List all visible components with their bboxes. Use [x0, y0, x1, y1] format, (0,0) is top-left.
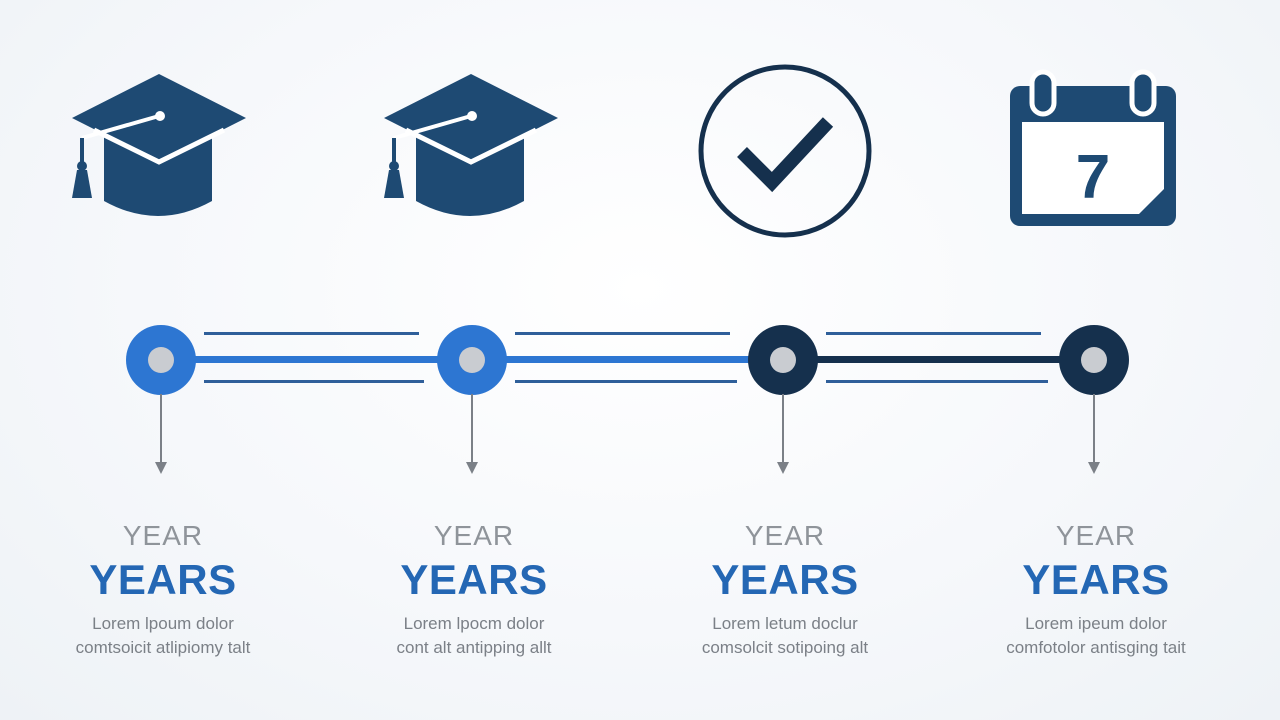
milestone-desc-line: Lorem letum doclur [712, 614, 858, 633]
arrow-down-icon [777, 394, 789, 474]
milestone-label: YEAR YEARS Lorem lpoum dolor comtsoicit … [33, 520, 293, 660]
milestone-title: YEARS [711, 556, 859, 603]
milestone-desc-line: comfotolor antisging tait [1006, 638, 1186, 657]
checkmark-circle-icon [698, 64, 872, 238]
milestone-description: Lorem ipeum dolor comfotolor antisging t… [966, 612, 1226, 660]
milestone-year: YEAR [433, 520, 515, 551]
timeline-node [1059, 325, 1129, 395]
graduation-cap-icon [72, 74, 246, 216]
milestone-desc-line: Lorem ipeum dolor [1025, 614, 1167, 633]
milestone-desc-line: Lorem lpocm dolor [403, 614, 545, 633]
milestone-year: YEAR [744, 520, 826, 551]
milestone-description: Lorem lpocm dolor cont alt antipping all… [344, 612, 604, 660]
milestone-desc-line: comsolcit sotipoing alt [701, 638, 869, 657]
milestone-label: YEAR YEARS Lorem lpocm dolor cont alt an… [344, 520, 604, 660]
milestone-description: Lorem letum doclur comsolcit sotipoing a… [655, 612, 915, 660]
decorative-line-bottom [515, 380, 737, 383]
timeline-node [437, 325, 507, 395]
milestone-label: YEAR YEARS Lorem ipeum dolor comfotolor … [966, 520, 1226, 660]
timeline-connector [506, 356, 752, 363]
milestone-title: YEARS [89, 556, 237, 603]
timeline-node [748, 325, 818, 395]
timeline-connector [195, 356, 441, 363]
milestone-desc-line: cont alt antipping allt [396, 638, 552, 657]
arrow-down-icon [155, 394, 167, 474]
decorative-line-top [826, 332, 1041, 335]
graduation-cap-icon [384, 74, 558, 216]
milestone-title: YEARS [1022, 556, 1170, 603]
milestone-desc-line: comtsoicit atlipiomy talt [75, 638, 251, 657]
milestone-title: YEARS [400, 556, 548, 603]
timeline-node [126, 325, 196, 395]
arrow-down-icon [466, 394, 478, 474]
decorative-line-bottom [826, 380, 1048, 383]
milestone-description: Lorem lpoum dolor comtsoicit atlipiomy t… [33, 612, 293, 660]
calendar-icon: 7 [1010, 69, 1176, 226]
milestone-label: YEAR YEARS Lorem letum doclur comsolcit … [655, 520, 915, 660]
milestone-year: YEAR [1055, 520, 1137, 551]
decorative-line-bottom [204, 380, 424, 383]
calendar-day-number: 7 [1076, 143, 1110, 212]
milestone-year: YEAR [122, 520, 204, 551]
arrow-down-icon [1088, 394, 1100, 474]
milestone-desc-line: Lorem lpoum dolor [92, 614, 234, 633]
timeline-connector [817, 356, 1063, 363]
decorative-line-top [204, 332, 419, 335]
decorative-line-top [515, 332, 730, 335]
